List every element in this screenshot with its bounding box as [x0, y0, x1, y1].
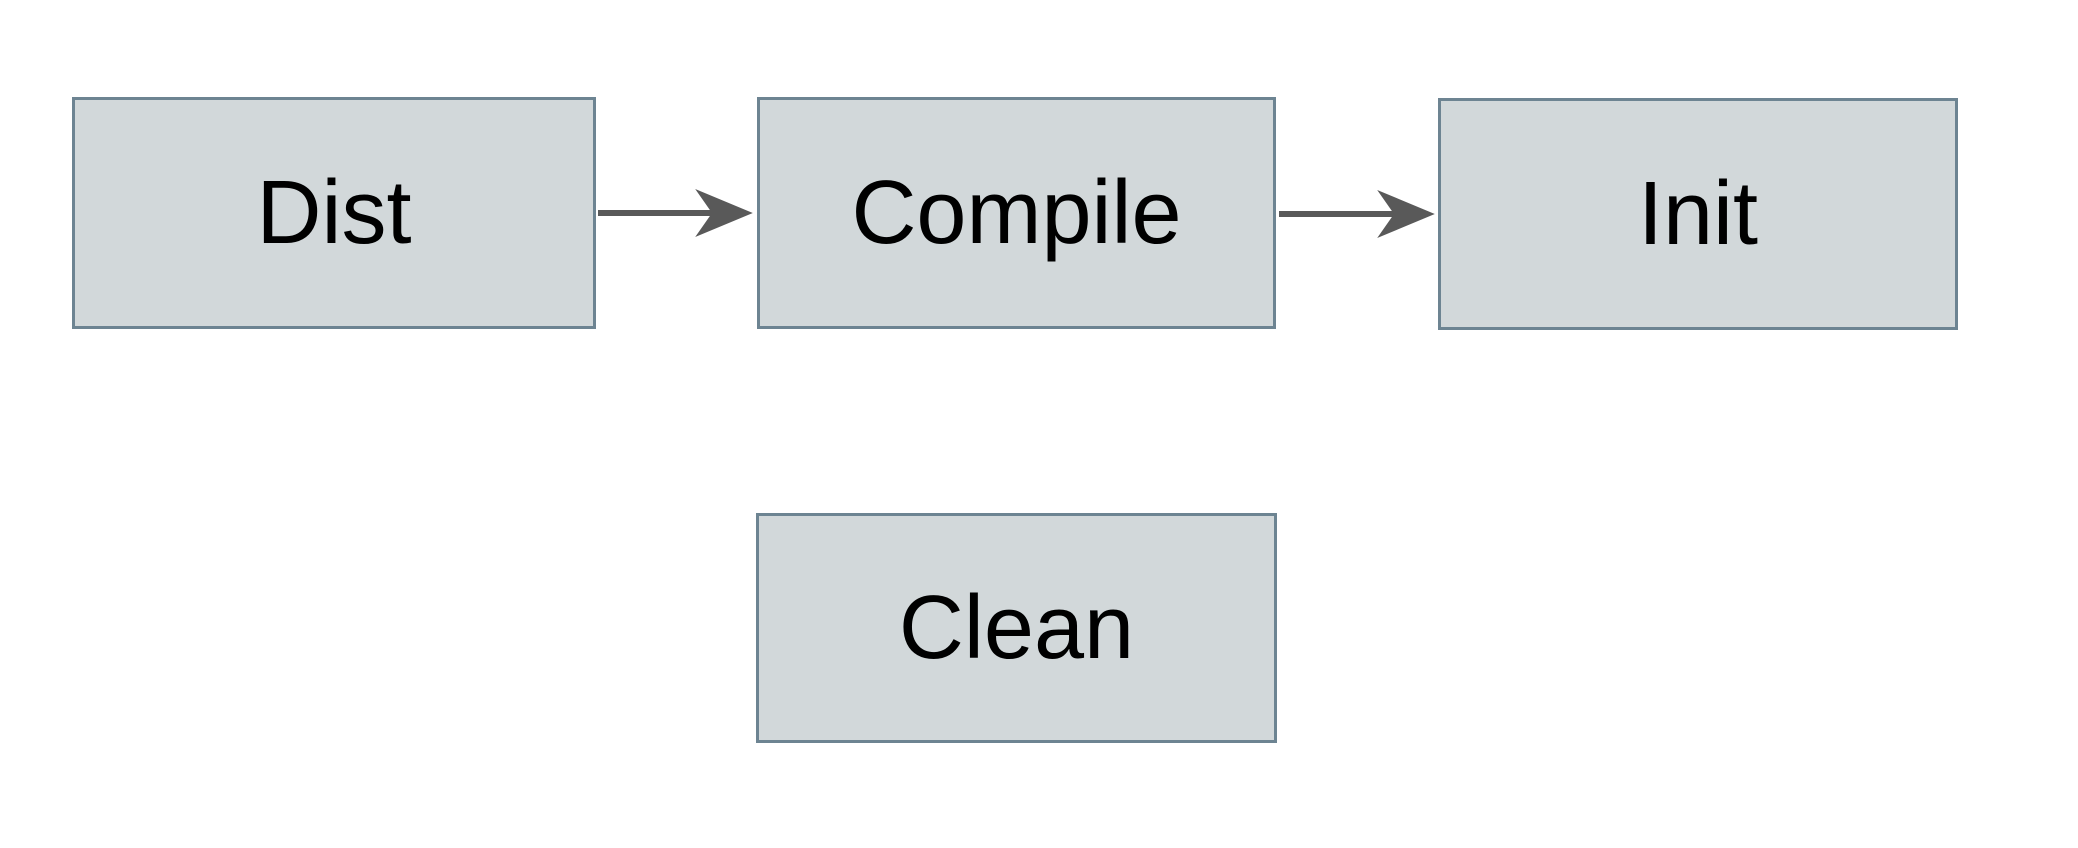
- node-dist-label: Dist: [256, 163, 412, 263]
- node-clean-label: Clean: [898, 578, 1135, 678]
- node-dist[interactable]: Dist: [72, 97, 596, 329]
- node-init-label: Init: [1637, 164, 1759, 264]
- node-compile[interactable]: Compile: [757, 97, 1276, 329]
- node-init[interactable]: Init: [1438, 98, 1958, 330]
- node-compile-label: Compile: [851, 163, 1182, 263]
- node-clean[interactable]: Clean: [756, 513, 1277, 743]
